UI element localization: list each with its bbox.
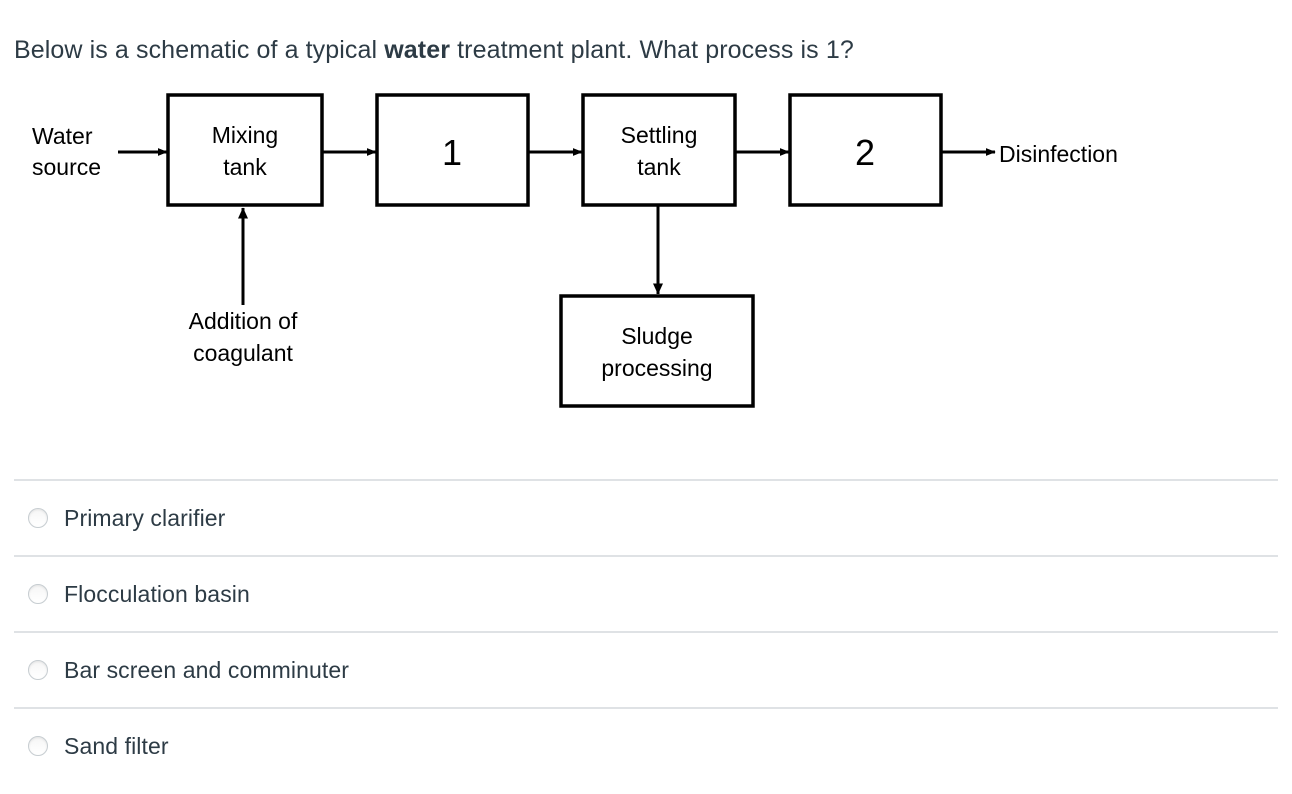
answer-option-label: Sand filter [64,733,169,759]
question-emphasis-word: water [384,36,451,64]
node-disinfection: Disinfection [999,141,1118,167]
mixing-tank-label-line2: tank [223,154,267,180]
coagulant-label-line2: coagulant [193,340,293,366]
water-source-label-line1: Water [32,123,93,149]
question-prompt: Below is a schematic of a typical water … [14,33,854,67]
radio-button-icon[interactable] [28,508,48,528]
answer-option-label: Primary clarifier [64,505,226,531]
water-source-label-line2: source [32,154,101,180]
radio-button-icon[interactable] [28,584,48,604]
node-process-1: 1 [375,93,530,207]
answer-option-bar-screen-and-comminuter[interactable]: Bar screen and comminuter [14,631,1278,707]
sludge-processing-label-line1: Sludge [621,323,693,349]
answer-option-primary-clarifier[interactable]: Primary clarifier [14,479,1278,555]
disinfection-label: Disinfection [999,141,1118,167]
question-text-before: Below is a schematic of a typical [14,36,385,64]
process-1-label: 1 [442,132,462,173]
node-process-2: 2 [788,93,943,207]
settling-tank-label-line2: tank [637,154,681,180]
answer-option-label: Bar screen and comminuter [64,657,350,683]
process-2-label: 2 [855,132,875,173]
coagulant-label-line1: Addition of [189,308,298,334]
node-sludge-processing: Sludge processing [559,294,755,408]
answer-option-sand-filter[interactable]: Sand filter [14,707,1278,783]
node-mixing-tank: Mixing tank [166,93,324,207]
question-text-after: treatment plant. What process is 1? [450,36,854,64]
node-water-source: Water source [32,123,101,180]
settling-tank-label-line1: Settling [621,122,698,148]
radio-button-icon[interactable] [28,736,48,756]
node-settling-tank: Settling tank [581,93,737,207]
node-addition-of-coagulant: Addition of coagulant [189,308,298,366]
water-treatment-schematic: Water source Mixing tank 1 Settling tank [0,80,1292,430]
answer-options-list: Primary clarifier Flocculation basin Bar… [0,479,1292,783]
answer-option-label: Flocculation basin [64,581,250,607]
answer-option-flocculation-basin[interactable]: Flocculation basin [14,555,1278,631]
mixing-tank-label-line1: Mixing [212,122,278,148]
sludge-processing-label-line2: processing [601,355,712,381]
radio-button-icon[interactable] [28,660,48,680]
